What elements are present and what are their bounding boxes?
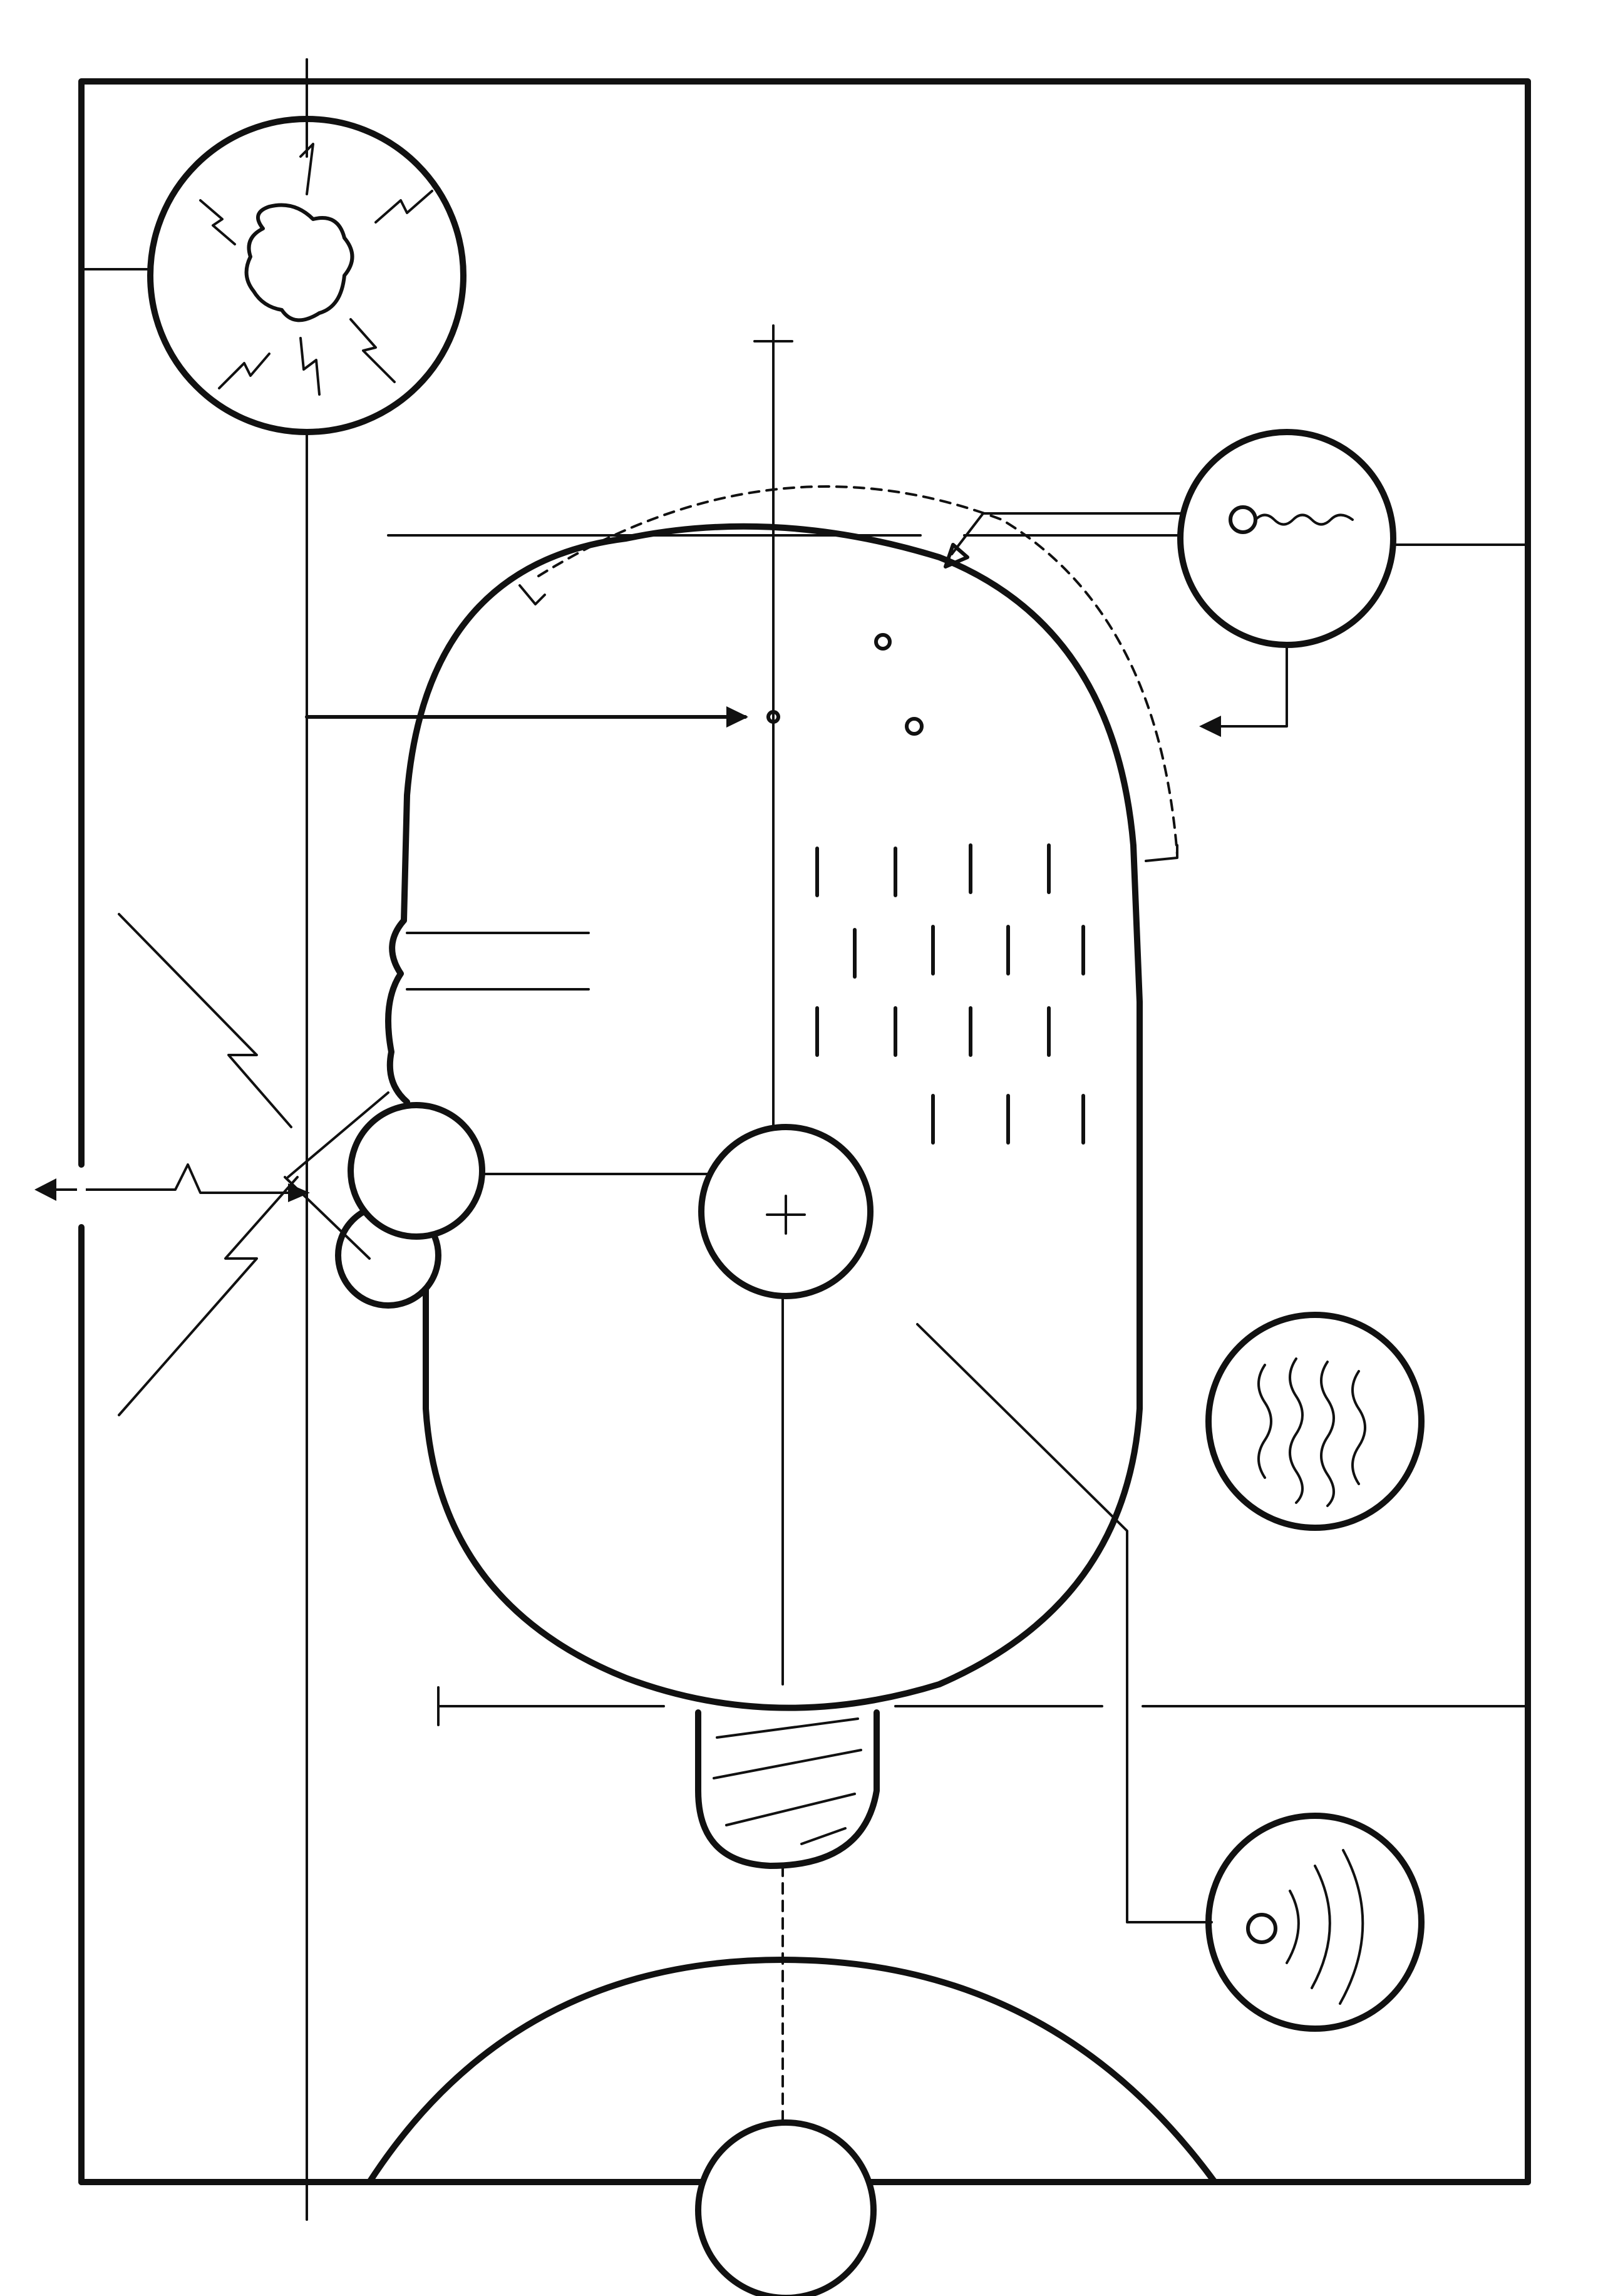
dashed-arc-end-tick-left [518,584,546,605]
dash-mark-array [815,843,1085,1145]
left-cell-nodules [335,1102,485,1309]
cell-surface-receptors [406,932,590,991]
bottom-circle [695,2119,877,2296]
cell-membrane [401,523,1143,1711]
dashed-arc-end-tick-right [1145,844,1178,862]
cell-tail-capsule [695,1709,880,1869]
vesicle-small-2 [905,717,924,736]
bottom-arch [366,1957,1218,2185]
left-outward-arrow-head [34,1178,56,1201]
signal-arrow-head [726,706,748,728]
cell-left-bumps [385,917,410,1105]
sperm-lower-arrow-head [1199,716,1221,737]
sound-connector [916,1323,1213,1923]
crosshair-plus-icon [698,1124,874,1299]
sperm-connector-arrow-head [944,543,969,569]
dashed-membrane-arc [537,485,1178,856]
sperm-lower-connector [1210,644,1288,728]
vesicle-small-1 [874,633,892,651]
lightning-bolt-icon [36,913,389,1416]
sound-waves-icon [1205,1813,1425,2032]
sperm-cell-icon [1177,429,1529,648]
bolt-inward-arrow-head [288,1183,310,1202]
sunburst-amoeba-icon [80,58,466,435]
wave-lines-icon [1205,1312,1425,1531]
sperm-connector [951,512,1182,555]
target-dot [766,710,780,724]
